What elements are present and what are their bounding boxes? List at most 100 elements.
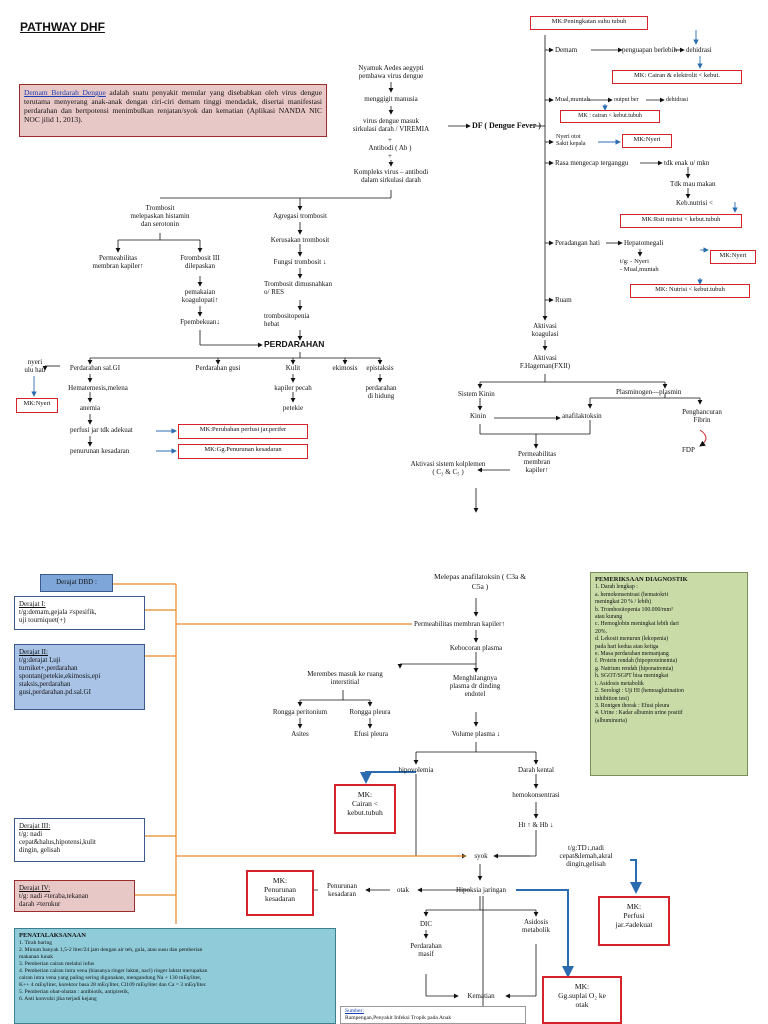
node-hipovolemia: hipovolemia: [398, 766, 434, 774]
page-title: PATHWAY DHF: [20, 20, 105, 34]
node-perdarahan-masif: Perdarahan masif: [410, 942, 442, 958]
node-rongga-peritonium: Rongga peritonium: [272, 708, 328, 716]
node-perdarahan: PERDARAHAN: [264, 339, 325, 349]
node-syok: syok: [474, 852, 488, 860]
definition-term: Demam Berdarah Dengue: [24, 88, 106, 97]
node-kinin: Kinin: [470, 412, 486, 420]
mk-penurunan-bottom: MK: Penurunan kesadaran: [246, 870, 314, 916]
node-tdk-mau: Tdk mau makan: [670, 180, 716, 188]
diagnostik-panel: PEMERIKSAAN DIAGNOSTIK 1. Darah lengkap …: [590, 572, 748, 776]
node-kulit: Kulit: [285, 364, 301, 372]
penatalaksanaan-title: PENATALAKSANAAN: [19, 932, 86, 939]
node-petekie: petekie: [282, 404, 304, 412]
diagnostik-title: PEMERIKSAAN DIAGNOSTIK: [595, 576, 688, 583]
node-perdarahan-gusi: Perdarahan gusi: [195, 364, 241, 372]
node-nyeri-otot: Nyeri otot Sakit kepala: [556, 134, 586, 147]
node-asidosis: Asidosis metabolik: [522, 918, 550, 934]
node-aktivasi-hageman: Aktivasi F.Hageman(FXII): [519, 354, 571, 370]
sumber-text: Rampengan,Penyakit Infeksi Tropik pada A…: [345, 1015, 452, 1021]
node-mual: Mual,muntah: [555, 96, 590, 103]
node-anemia: anemia: [79, 404, 101, 412]
node-plasminogen: Plasminogen—plasmin: [616, 388, 682, 396]
mk-penurunan-kesadaran: MK:Gg.Penurunan kesadaran: [178, 444, 308, 459]
node-aktivasi-koagulasi: Aktivasi koagulasi: [531, 322, 559, 338]
node-df: DF ( Dengue Fever ): [472, 121, 541, 130]
sumber-label: Sumber:: [345, 1008, 364, 1014]
definition-text: adalah suatu penyakit menular yang diseb…: [24, 88, 322, 124]
node-fdp: FDP: [682, 446, 695, 454]
node-trombositopenia: trombositopenia hebat: [264, 312, 310, 328]
sumber-box: Sumber: Rampengan,Penyakit Infeksi Tropi…: [340, 1006, 526, 1024]
node-otak: otak: [396, 886, 410, 894]
node-kematian: Kematian: [467, 992, 495, 1000]
node-komplemen: Aktivasi sistem kolplemen ( C₃ & C₅ ): [410, 460, 486, 476]
node-antibodi: + Antibodi ( Ab ) +: [368, 136, 412, 160]
node-sistem-kinin: Sistem Kinin: [458, 390, 495, 398]
node-peradangan: Peradangan hati: [555, 239, 600, 247]
node-permeabilitas-bottom: Permeabilitas membran kapiler↑: [414, 620, 505, 628]
node-tg-nyeri: t/g: - Nyeri - Mual,muntah: [620, 258, 659, 273]
node-darah-kental: Darah kental: [518, 766, 554, 774]
derajat-4-title: Derajat IV:: [19, 884, 51, 892]
node-nyeri: nyeri ulu hati: [24, 358, 46, 374]
node-kebocoran: Kebocoran plasma: [449, 644, 503, 652]
node-viremia: virus dengue masuk sirkulasi darah / VIR…: [352, 117, 430, 133]
node-agregasi: Agregasi trombosit: [273, 212, 327, 220]
node-penghancuran: Penghancuran Fibrin: [682, 408, 722, 424]
definition-box: Demam Berdarah Dengue adalah suatu penya…: [19, 84, 327, 137]
node-dehidrasi: dehidrasi: [686, 46, 712, 54]
node-perdarahan-gi: Perdarahan sal.GI: [69, 364, 121, 372]
derajat-2-text: t/g:derajat I,uji turniket+,perdarahan s…: [19, 656, 101, 696]
node-fungsi: Fungsi trombosit ↓: [273, 258, 327, 266]
node-penurunan: Penurunan kesadaran: [327, 882, 357, 898]
mk-cairan-bottom: MK: Cairan < kebut.tubuh: [334, 784, 396, 834]
node-dehidrasi-2: dehidrasi: [666, 97, 688, 103]
derajat-1-text: t/g:demam,gejala ≠spesifik, uji tourniqu…: [19, 608, 97, 624]
node-rongga-pleura: Rongga pleura: [349, 708, 391, 716]
penatalaksanaan-panel: PENATALAKSANAAN 1. Tirah baring 2. Minum…: [14, 928, 336, 1024]
node-perfusi: perfusi jar tdk adekuat: [70, 426, 133, 434]
mk-nyeri-left: MK:Nyeri: [16, 398, 58, 413]
node-fpembekuan: Fpembekuan↓: [180, 318, 220, 326]
derajat-3-text: t/g: nadi cepat&halus,hipotensi,kulit di…: [19, 830, 96, 854]
derajat-header: Derajat DBD :: [40, 574, 113, 592]
node-permeabilitas-kapiler: Permeabilitas membran kapiler↑: [92, 254, 144, 270]
node-demam: Demam: [555, 46, 578, 54]
node-asites: Asites: [291, 730, 309, 738]
node-keb-nutrisi: Keb.nutrisi <: [676, 199, 713, 207]
mk-perfusi-bottom: MK: Perfusi jar.≠adekuat: [598, 896, 670, 946]
node-penguapan: penguapan berlebih: [622, 46, 678, 54]
node-tdk-enak: tdk enak u/ mkn: [664, 159, 710, 167]
node-perdarahan-hidung: perdarahan di hidung: [365, 384, 397, 400]
node-anafilaktoksin: anafilaktoksin: [562, 412, 602, 420]
node-hepatomegali: Hepatomegali: [624, 239, 664, 247]
mk-nyeri-hepatomegali: MK:Nyeri: [710, 250, 756, 264]
node-trombosit-lepas: Trombosit melepaskan histamin dan seroto…: [130, 204, 190, 228]
mk-perfusi-perifer: MK:Perubahan perfusi jar.perifer: [178, 424, 308, 439]
mk-peningkatan-suhu: MK:Peningkatan suhu tubuh: [530, 16, 648, 30]
mk-cairan-elektrolit: MK: Cairan & elektrolit < kebut.: [612, 70, 742, 84]
node-ekimosis: ekimosis: [332, 364, 358, 372]
penatalaksanaan-body: 1. Tirah baring 2. Minum banyak 1,5-2 li…: [19, 940, 208, 1002]
node-epistaksis: epistaksis: [366, 364, 394, 372]
node-kerusakan: Kerusakan trombosit: [270, 236, 330, 244]
node-rasa-mengecap: Rasa mengecap terganggu: [555, 159, 629, 167]
node-dimusnahkan: Trombosit dimusnahkan o/ RES: [264, 280, 332, 296]
node-menggigit: menggigit manusia: [364, 95, 418, 103]
mk-nutrisi: MK:Rsti nutrisi < kebut.tubuh: [620, 214, 742, 228]
node-menghilangnya: Menghilangnya plasma dr dinding endotel: [449, 674, 501, 698]
node-tg-td: t/g:TD↓,nadi cepat&lemah,akral dingin,ge…: [559, 844, 613, 868]
node-kapiler-pecah: kapiler pecah: [274, 384, 312, 392]
derajat-1-title: Derajat I:: [19, 600, 46, 608]
node-hematemesis: Hematemesis,melena: [68, 384, 128, 392]
mk-oksigen-bottom: MK: Gg.suplai O₂ ke otak: [542, 976, 622, 1024]
derajat-3: Derajat III: t/g: nadi cepat&halus,hipot…: [14, 818, 145, 862]
node-hemokonsentrasi: hemokonsentrasi: [512, 791, 560, 799]
derajat-2-title: Derajat II:: [19, 648, 48, 656]
node-ht-hb: Ht ↑ & Hb ↓: [518, 821, 554, 829]
derajat-1: Derajat I: t/g:demam,gejala ≠spesifik, u…: [14, 596, 145, 630]
derajat-4: Derajat IV: t/g: nadi ≠teraba,tekanan da…: [14, 880, 135, 912]
node-kompleks: Kompleks virus – antibodi dalam sirkulas…: [353, 168, 429, 184]
mk-nutrisi-2: MK: Nutrisi < kebut.tubuh: [630, 284, 750, 298]
